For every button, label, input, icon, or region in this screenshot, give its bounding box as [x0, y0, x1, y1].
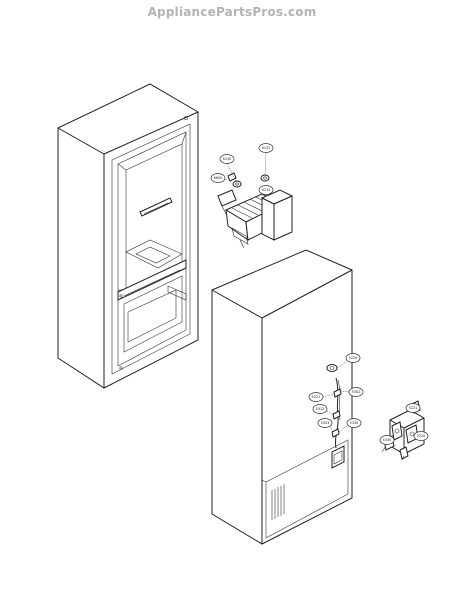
callout-rear-e: 5303 [317, 418, 333, 428]
open-refrigerator-cabinet [57, 83, 199, 389]
svg-text:5330: 5330 [383, 438, 392, 442]
callout-rear-a: 5220 [345, 353, 361, 363]
svg-text:6132: 6132 [262, 188, 271, 192]
refrigerator-cabinet-rear [211, 249, 353, 545]
callout-ice-a: 6130 [219, 154, 235, 164]
svg-text:5302: 5302 [352, 390, 361, 394]
callout-rear-b: 5221 [308, 392, 324, 402]
watermark-text: AppliancePartsPros.com [147, 5, 317, 19]
callout-valve-b: 5220 [413, 431, 429, 441]
svg-text:5303: 5303 [321, 421, 330, 425]
svg-text:5330: 5330 [350, 421, 359, 425]
callout-rear-f: 5330 [346, 418, 362, 428]
callout-ice-c: 6600 [210, 173, 226, 183]
svg-text:5312: 5312 [316, 407, 325, 411]
callout-ice-d: 6132 [258, 185, 274, 195]
callout-valve-a: 5221 [405, 403, 421, 413]
callout-rear-d: 5312 [312, 404, 328, 414]
svg-text:5220: 5220 [417, 434, 426, 438]
svg-text:6130: 6130 [223, 157, 232, 161]
svg-text:6600: 6600 [214, 176, 223, 180]
callout-valve-c: 5330 [379, 435, 395, 445]
svg-text:5220: 5220 [349, 356, 358, 360]
callout-rear-c: 5302 [348, 387, 364, 397]
svg-text:5221: 5221 [312, 395, 321, 399]
callout-ice-b: 6131 [258, 143, 274, 153]
svg-text:6131: 6131 [262, 146, 271, 150]
ice-maker-assembly [217, 152, 294, 249]
svg-text:5221: 5221 [409, 406, 418, 410]
